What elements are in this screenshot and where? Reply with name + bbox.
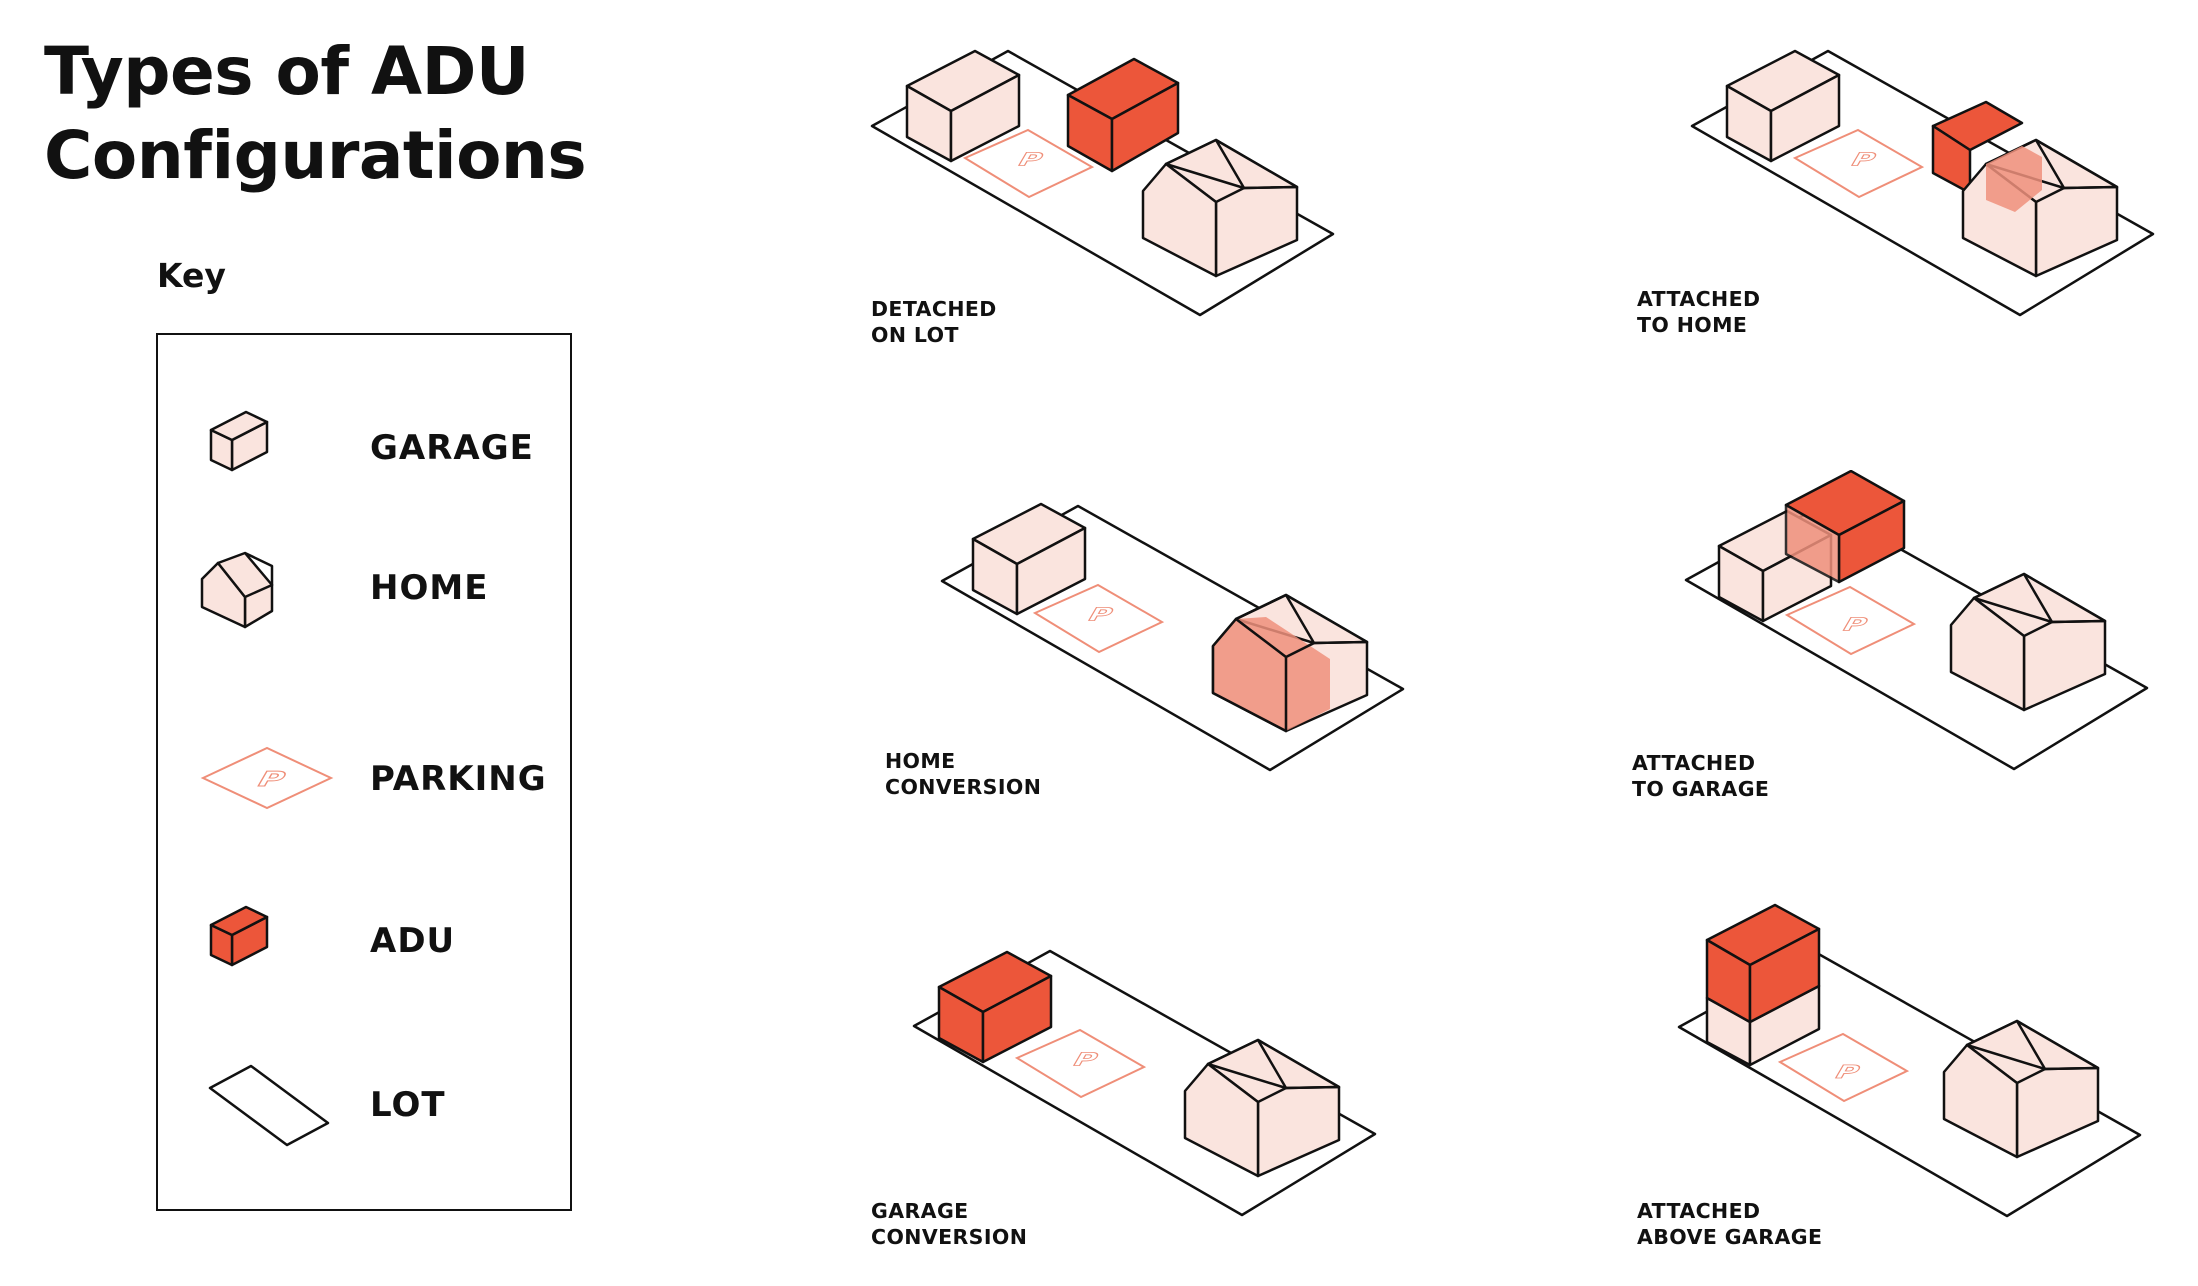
adu-overlap-highlight [1213,617,1330,731]
adu-block [937,950,1053,1064]
adu-overlap-highlight [1986,146,2042,212]
page-title: Types of ADU Configurations [44,30,587,198]
diagram-home-conversion: P [940,502,1405,772]
adu-block [1784,470,1906,584]
garage-block [1705,984,1821,1067]
diagram-attached-above-garage: P [1677,903,2142,1218]
home-block [1183,1038,1341,1178]
key-label-garage: GARAGE [370,428,534,468]
diagram-attached-to-home: P [1690,49,2155,317]
key-label-home: HOME [370,568,489,608]
garage-block [971,502,1087,616]
diagram-attached-to-garage: P [1684,470,2149,771]
adu-icon [209,905,269,967]
lot-icon [208,1064,330,1147]
adu-block [1066,57,1180,173]
page-title-line-1: Types of ADU [44,33,529,110]
page-title-line-2: Configurations [44,117,587,194]
parking-icon: P [200,746,334,810]
garage-block [905,49,1021,163]
garage-icon [209,410,269,472]
home-icon [200,551,274,629]
key-label-lot: LOT [370,1085,446,1125]
garage-block [1725,49,1841,163]
adu-block [1705,903,1821,1024]
key-label-adu: ADU [370,921,456,961]
key-label-parking: PARKING [370,759,547,799]
parking-glyph: P [252,767,291,791]
home-block [1141,138,1299,278]
key-heading: Key [157,256,226,295]
adu-block [1931,100,2024,195]
diagram-garage-conversion: P [912,949,1377,1217]
home-block [1949,572,2107,712]
home-block [1942,1019,2100,1159]
legend-box: GARAGE HOME P PARKING ADU LOT [156,333,572,1211]
diagram-detached-on-lot: P [870,49,1335,317]
